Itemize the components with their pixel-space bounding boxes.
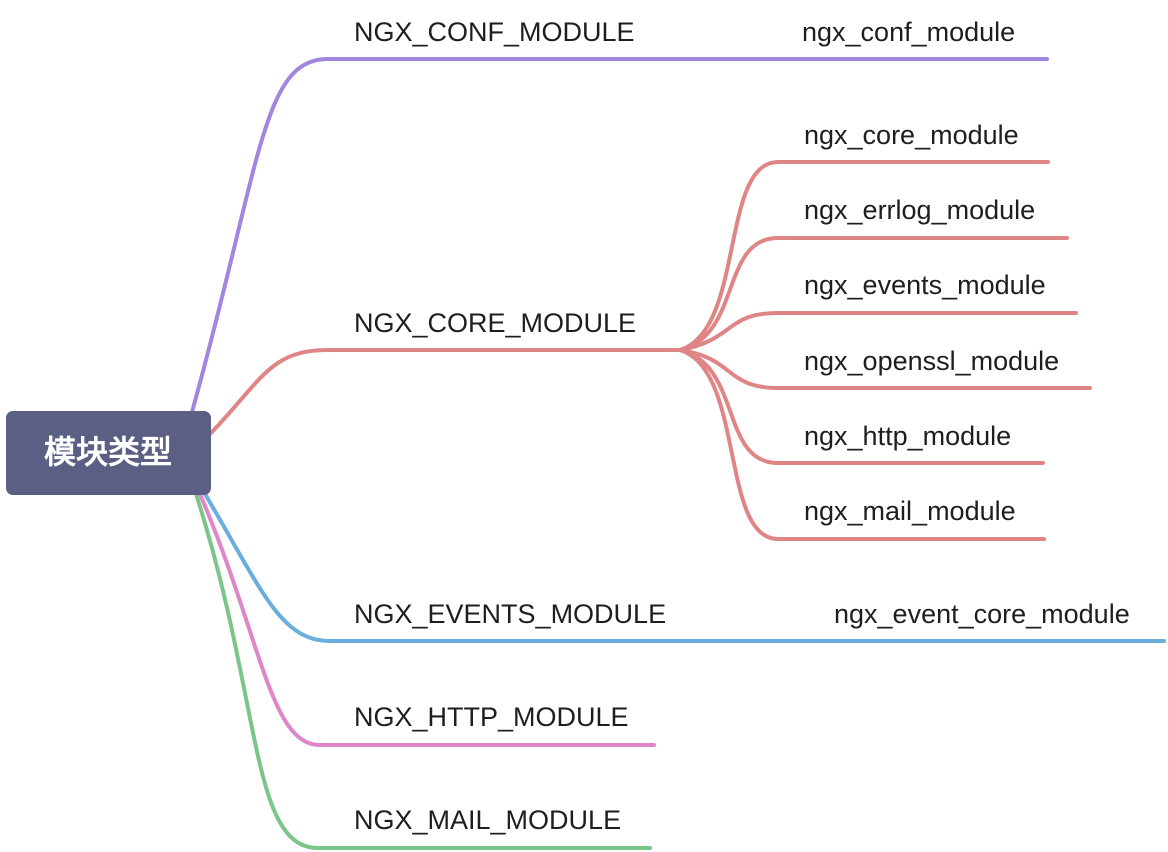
child-label-core-4[interactable]: ngx_http_module bbox=[804, 421, 1011, 451]
child-label-core-2[interactable]: ngx_events_module bbox=[804, 270, 1046, 300]
root-node-label: 模块类型 bbox=[44, 433, 172, 471]
child-label-conf-0[interactable]: ngx_conf_module bbox=[802, 17, 1015, 47]
child-line-core-1 bbox=[678, 236, 1069, 352]
branch-label-mail[interactable]: NGX_MAIL_MODULE bbox=[354, 805, 621, 835]
child-label-core-0[interactable]: ngx_core_module bbox=[804, 120, 1019, 150]
child-line-core-0 bbox=[678, 160, 1050, 352]
child-line-core-2 bbox=[678, 311, 1078, 352]
branch-label-http[interactable]: NGX_HTTP_MODULE bbox=[354, 702, 629, 732]
child-line-core-3 bbox=[678, 348, 1092, 390]
branch-line-conf bbox=[190, 57, 662, 414]
child-line-core-5 bbox=[678, 348, 1046, 541]
child-label-core-5[interactable]: ngx_mail_module bbox=[804, 496, 1016, 526]
child-label-core-1[interactable]: ngx_errlog_module bbox=[804, 195, 1035, 225]
child-label-events-0[interactable]: ngx_event_core_module bbox=[834, 599, 1130, 629]
root-node[interactable]: 模块类型 bbox=[6, 411, 211, 495]
branch-line-mail bbox=[194, 492, 652, 850]
branch-line-events bbox=[203, 492, 702, 643]
child-label-core-3[interactable]: ngx_openssl_module bbox=[804, 346, 1059, 376]
branch-line-http bbox=[198, 492, 656, 747]
branch-line-core bbox=[209, 348, 682, 435]
branch-label-core[interactable]: NGX_CORE_MODULE bbox=[354, 308, 636, 338]
root-node-box bbox=[6, 411, 211, 495]
branch-label-conf[interactable]: NGX_CONF_MODULE bbox=[354, 17, 635, 47]
branch-label-events[interactable]: NGX_EVENTS_MODULE bbox=[354, 599, 666, 629]
child-line-core-4 bbox=[678, 348, 1045, 465]
